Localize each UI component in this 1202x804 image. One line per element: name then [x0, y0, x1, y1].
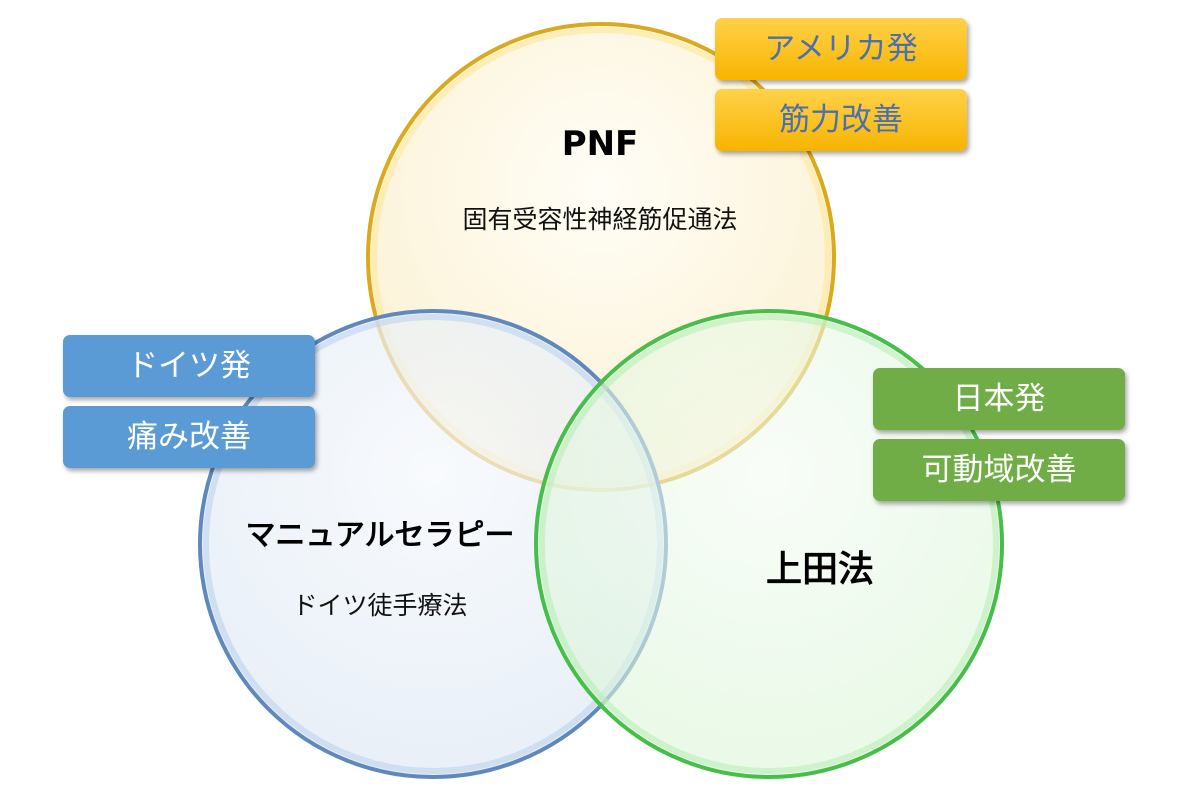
origin-america-tag: アメリカ発 — [715, 18, 967, 80]
manual-therapy-subtitle: ドイツ徒手療法 — [292, 591, 468, 620]
manual-therapy-title: マニュアルセラピー — [245, 518, 515, 553]
benefit-pain-tag: 痛み改善 — [63, 406, 315, 468]
pnf-title: PNF — [561, 124, 639, 164]
origin-germany-tag: ドイツ発 — [63, 335, 315, 397]
ueda-circle-inner-ring — [539, 314, 999, 774]
pnf-subtitle: 固有受容性神経筋促通法 — [462, 205, 738, 234]
origin-japan-tag: 日本発 — [873, 368, 1125, 430]
ueda-title: 上田法 — [765, 549, 874, 590]
benefit-range-of-motion-tag: 可動域改善 — [873, 439, 1125, 501]
benefit-strength-tag: 筋力改善 — [715, 89, 967, 151]
